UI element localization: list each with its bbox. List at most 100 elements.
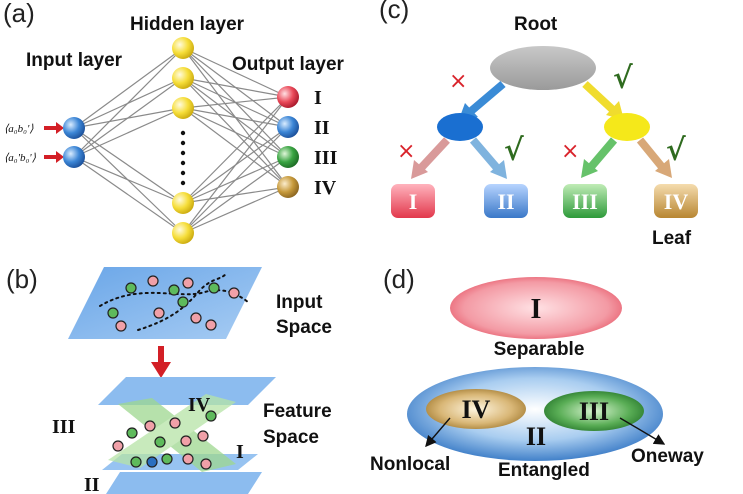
output-node-3 (277, 146, 299, 168)
hidden-node (172, 67, 194, 89)
tree-node-right (604, 113, 650, 141)
nonlocal-pointer-arrow (425, 417, 451, 448)
leaf-box-1 (391, 184, 435, 218)
check-mark: √ (504, 133, 524, 168)
tree-node-left (437, 113, 483, 141)
feature-space-label-line1: Feature (263, 401, 332, 422)
separable-region-label: I (531, 294, 542, 325)
leaf-label-4: IV (664, 189, 689, 214)
leaf-box-2 (484, 184, 528, 218)
network-edge (73, 127, 184, 204)
input-nodes (63, 117, 85, 168)
input-node-2 (63, 146, 85, 168)
network-edge (182, 47, 289, 98)
hidden-node (172, 222, 194, 244)
panel-a: (a) Hidden layer Input layer Output laye… (3, 0, 345, 244)
entangled-region-label: II (526, 422, 546, 451)
leaf-caption: Leaf (652, 228, 692, 249)
network-edge (182, 186, 289, 234)
feature-region-label-3: III (52, 416, 76, 438)
network-edge (73, 47, 184, 158)
output-layer-title: Output layer (232, 54, 345, 75)
root-label: Root (514, 14, 558, 35)
leaf-box-3 (563, 184, 607, 218)
output-label-3: III (314, 147, 338, 169)
mapping-arrow (151, 346, 171, 378)
output-node-4 (277, 176, 299, 198)
feature-plane-top (98, 377, 276, 405)
entangled-caption: Entangled (498, 460, 590, 481)
root-node (490, 46, 596, 90)
hidden-layer-title: Hidden layer (130, 14, 245, 35)
check-mark: √ (613, 61, 633, 96)
output-label-2: II (314, 117, 330, 139)
network-edge (73, 77, 184, 158)
panel-a-label: (a) (3, 0, 35, 28)
network-edge (73, 156, 184, 234)
output-nodes (277, 86, 299, 198)
feature-region-label-4: IV (188, 394, 211, 416)
input-state-2: ⟨a₀'b₀'⟩ (4, 152, 37, 164)
hidden-node (172, 97, 194, 119)
feature-data-points (112, 410, 217, 470)
check-mark: √ (666, 133, 686, 168)
oneway-pointer-arrow (619, 417, 666, 445)
oneway-caption: Oneway (631, 446, 704, 467)
input-layer-title: Input layer (26, 50, 123, 71)
leaf-box-4 (654, 184, 698, 218)
network-edge (182, 126, 289, 234)
input-arrows (44, 122, 64, 163)
network-edge (73, 47, 184, 129)
input-space-label-line1: Input (276, 292, 323, 313)
feature-space-label-line2: Space (263, 427, 319, 448)
panel-b: (b) Input Space (6, 264, 332, 494)
network-connections (73, 47, 289, 234)
output-label-4: IV (314, 177, 337, 199)
network-edge (182, 96, 289, 204)
hidden-nodes (172, 37, 194, 244)
leaf-label-1: I (409, 189, 418, 214)
network-edge (73, 156, 184, 204)
panel-d: (d) I Separable IV III II Nonlocal Entan… (370, 264, 704, 481)
network-edge (182, 156, 289, 234)
output-label-1: I (314, 87, 322, 109)
network-edge (182, 96, 289, 109)
input-data-points (107, 275, 240, 332)
leaf-label-3: III (572, 189, 598, 214)
cross-mark: × (397, 139, 415, 164)
output-node-1 (277, 86, 299, 108)
leaf-label-2: II (497, 189, 514, 214)
network-edge (182, 96, 289, 234)
network-edge (73, 107, 184, 158)
network-edge (182, 77, 289, 98)
feature-separating-planes (108, 394, 236, 472)
cross-mark: × (449, 69, 467, 94)
input-state-1: ⟨a₀b₀'⟩ (4, 123, 34, 135)
separable-region (450, 277, 622, 339)
feature-plane-bottom (106, 472, 262, 494)
nonlocal-region-label: IV (462, 395, 491, 424)
panel-c: (c) Root × (379, 0, 698, 249)
separable-caption: Separable (494, 339, 585, 360)
hidden-node (172, 37, 194, 59)
feature-region-label-2: II (84, 474, 100, 494)
panel-c-label: (c) (379, 0, 409, 24)
cross-mark: × (561, 139, 579, 164)
tree-arrow-to-leaf-3 (581, 137, 618, 178)
oneway-region (544, 391, 644, 431)
network-edge (182, 107, 289, 158)
tree-arrow-to-leaf-2 (469, 137, 507, 179)
network-edge (182, 107, 289, 128)
panel-b-label: (b) (6, 264, 38, 294)
nonlocal-caption: Nonlocal (370, 454, 450, 475)
input-space-plane (68, 267, 262, 339)
output-node-2 (277, 116, 299, 138)
tree-arrow-to-leaf-1 (411, 137, 450, 179)
network-edge (182, 107, 289, 188)
hidden-ellipsis (180, 130, 186, 186)
tree-arrow-to-leaf-4 (636, 137, 672, 178)
hidden-node (172, 192, 194, 214)
input-space-label-line2: Space (276, 317, 332, 338)
nonlocal-region (426, 389, 526, 429)
